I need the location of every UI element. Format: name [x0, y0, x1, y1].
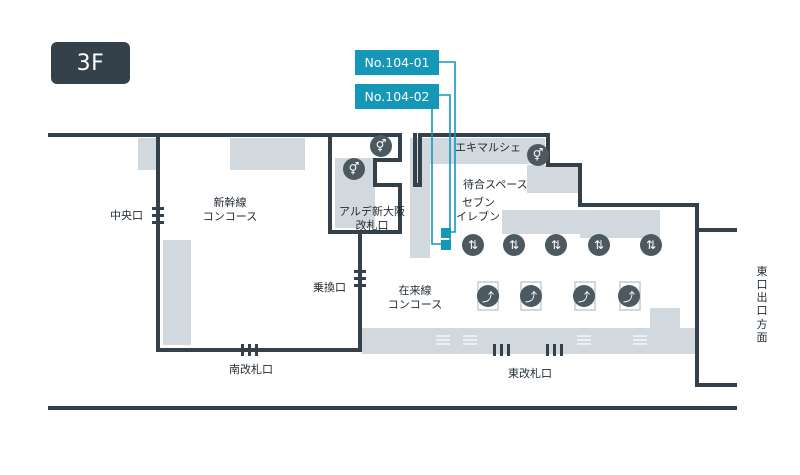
floor-blocks — [138, 138, 697, 354]
escalator-outlines — [477, 281, 641, 311]
south-gate-label: 南改札口 — [229, 363, 273, 376]
east-exit-direction-label: 東 口 出 口 — [756, 265, 768, 317]
elevator-icon[interactable]: ⇅ — [545, 234, 567, 256]
elevator-icon[interactable]: ⇅ — [503, 234, 525, 256]
east-exit-direction-label: 方 面 — [756, 318, 768, 344]
restroom-icon[interactable]: ⚥ — [527, 144, 549, 166]
walls — [48, 133, 737, 410]
restroom-icon[interactable]: ⚥ — [370, 135, 392, 157]
east-gate-label: 東改札口 — [508, 367, 552, 380]
ekimarushe-label: エキマルシェ — [455, 141, 521, 154]
zairaisen-concourse-label: 在来線 — [398, 284, 432, 297]
locker-marker-icon[interactable] — [441, 240, 451, 250]
locker-marker-icon[interactable] — [441, 228, 451, 238]
shinkansen-concourse-label: 新幹線 — [213, 196, 247, 209]
elevator-icon[interactable]: ⇅ — [588, 234, 610, 256]
floor-label: 3F — [51, 42, 130, 84]
escalator-icon[interactable]: ⤴ — [477, 285, 499, 307]
alde-label: アルデ新大阪 — [339, 205, 405, 218]
ticket-gate-icon — [152, 207, 563, 356]
restroom-icon[interactable]: ⚥ — [343, 158, 365, 180]
central-gate-label: 中央口 — [110, 209, 143, 222]
escalator-icon[interactable]: ⤴ — [618, 285, 640, 307]
waiting-space-label: 待合スペース — [463, 178, 528, 191]
seven-eleven-label: セブン — [462, 196, 495, 209]
zairaisen-concourse-label: コンコース — [387, 298, 443, 311]
seven-eleven-label: イレブン — [456, 210, 500, 223]
shinkansen-concourse-label: コンコース — [202, 210, 258, 223]
locker-tag-104-01[interactable]: No.104-01 — [355, 50, 439, 75]
escalator-icon[interactable]: ⤴ — [573, 285, 595, 307]
elevator-icon[interactable]: ⇅ — [640, 234, 662, 256]
alde-gate-label: 改札口 — [355, 219, 389, 232]
transfer-gate-label: 乗換口 — [313, 281, 346, 294]
locker-tag-104-02[interactable]: No.104-02 — [355, 84, 439, 109]
elevator-icon[interactable]: ⇅ — [462, 234, 484, 256]
escalator-icon[interactable]: ⤴ — [520, 285, 542, 307]
